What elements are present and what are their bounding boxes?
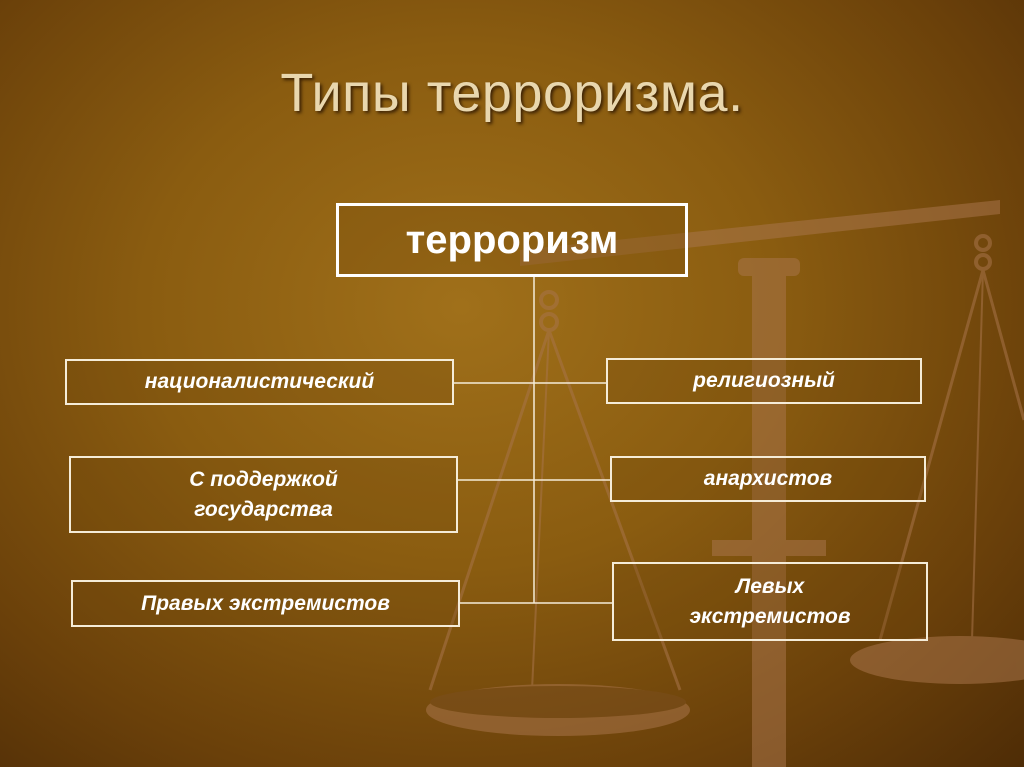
- node-anarchist: анархистов: [610, 456, 926, 502]
- node-left-extremists: Левых экстремистов: [612, 562, 928, 641]
- node-religious: религиозный: [606, 358, 922, 404]
- node-right-extremists: Правых экстремистов: [71, 580, 460, 627]
- root-node-terrorism: терроризм: [336, 203, 688, 277]
- node-state-sponsored: С поддержкой государства: [69, 456, 458, 533]
- page-title: Типы терроризма.: [280, 63, 744, 123]
- node-nationalist: националистический: [65, 359, 454, 405]
